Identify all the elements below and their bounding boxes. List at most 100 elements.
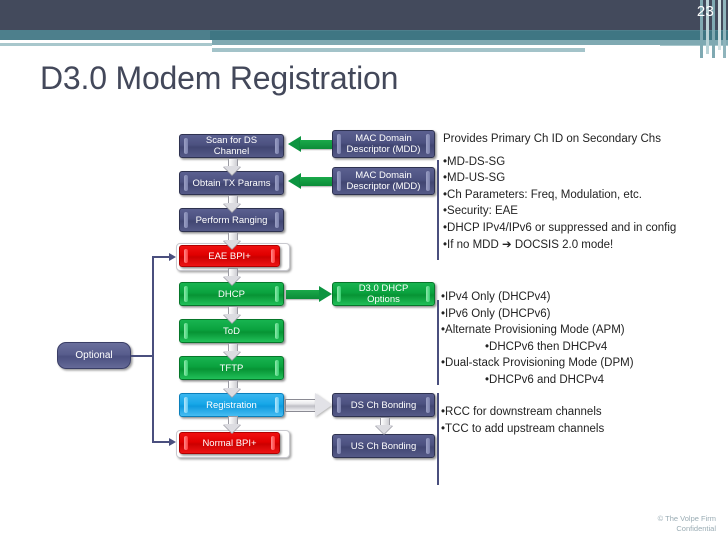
note-bullet: •RCC for downstream channels — [441, 406, 602, 418]
down-arrow-icon — [223, 306, 241, 323]
note-bullet: •MD-DS-SG — [443, 155, 506, 168]
note-bullet: •TCC to add upstream channels — [441, 422, 605, 435]
note-sub-bullet: •DHCPv6 and DHCPv4 — [485, 373, 605, 386]
box-accent-left — [184, 286, 188, 302]
note-bullet: •Ch Parameters: Freq, Modulation, etc. — [443, 188, 642, 201]
flow-box-label: MAC Domain Descriptor (MDD) — [346, 170, 421, 192]
flow-box-dhcp[interactable]: DHCP — [179, 282, 284, 306]
note-bullet: •DHCP IPv4/IPv6 or suppressed and in con… — [443, 221, 677, 234]
header-white-stripe-1 — [0, 40, 212, 43]
down-arrow-icon — [223, 232, 241, 249]
flow-box-tftp[interactable]: TFTP — [179, 356, 284, 380]
flow-box-label: Registration — [206, 399, 257, 411]
page-title: D3.0 Modem Registration — [40, 60, 399, 96]
green-arrow-mdd-to-scan — [288, 136, 332, 152]
flow-box-scan-for-ds-channel[interactable]: Scan for DS Channel — [179, 134, 284, 158]
box-accent-right — [275, 397, 279, 413]
box-accent-right — [426, 134, 430, 154]
flow-box-d30-dhcp-options[interactable]: D3.0 DHCP Options — [332, 282, 435, 306]
box-accent-left — [184, 175, 188, 191]
header-vertical-accent-1 — [700, 0, 703, 58]
green-arrow-dhcp-to-options — [286, 286, 332, 302]
green-arrow-mdd-to-obtain-tx — [288, 173, 332, 189]
header-white-stripe-3 — [212, 52, 728, 58]
flow-box-mac-domain-descriptor-2[interactable]: MAC Domain Descriptor (MDD) — [332, 167, 435, 195]
down-arrow-icon — [223, 343, 241, 360]
arrow-head-icon — [315, 393, 332, 417]
header-white-stripe-2 — [212, 45, 660, 48]
flow-box-label: ToD — [223, 325, 240, 337]
box-accent-left — [184, 360, 188, 376]
block-arrow-registration-to-ds-bonding — [285, 393, 332, 418]
note-sub-bullet: •DHCPv6 then DHCPv4 — [485, 340, 608, 353]
connector-arrow-icon — [169, 252, 176, 261]
flow-box-label: Perform Ranging — [195, 214, 268, 226]
note-lead-text: Provides Primary Ch ID on Secondary Chs — [443, 133, 661, 145]
header-grey-stripe-1 — [212, 40, 728, 45]
down-arrow-icon — [223, 268, 241, 285]
flow-box-label: Optional — [75, 350, 113, 361]
flow-box-optional[interactable]: Optional — [57, 342, 131, 369]
flow-box-obtain-tx-params[interactable]: Obtain TX Params — [179, 171, 284, 195]
note-bullet: •If no MDD ➔ DOCSIS 2.0 mode! — [443, 238, 614, 251]
header-grey-stripe-2 — [212, 48, 585, 52]
box-accent-left — [184, 249, 188, 263]
box-accent-right — [275, 286, 279, 302]
connector-arrow-icon — [169, 437, 176, 446]
note-bullet: •IPv4 Only (DHCPv4) — [441, 291, 551, 303]
header-vertical-accent-2 — [706, 0, 709, 54]
box-accent-left — [337, 286, 341, 302]
note-bullet: •Security: EAE — [443, 205, 518, 218]
arrow-head-icon — [288, 173, 301, 189]
flow-box-mac-domain-descriptor-1[interactable]: MAC Domain Descriptor (MDD) — [332, 130, 435, 158]
footer-line-2: Confidential — [676, 524, 716, 533]
box-accent-right — [426, 171, 430, 191]
header-teal-band-right — [210, 31, 728, 40]
flow-box-perform-ranging[interactable]: Perform Ranging — [179, 208, 284, 232]
note-bullet: •IPv6 Only (DHCPv6) — [441, 307, 551, 320]
arrow-head-icon — [319, 286, 332, 302]
flow-box-label: Normal BPI+ — [202, 437, 257, 449]
box-accent-left — [184, 397, 188, 413]
flow-box-tod[interactable]: ToD — [179, 319, 284, 343]
slide-number: 23 — [696, 3, 714, 20]
box-accent-left — [184, 138, 188, 154]
box-accent-right — [275, 323, 279, 339]
down-arrow-icon — [223, 158, 241, 175]
header-vertical-accent-4 — [718, 0, 721, 50]
box-accent-left — [337, 134, 341, 154]
flow-box-label: US Ch Bonding — [350, 440, 417, 452]
box-accent-left — [184, 323, 188, 339]
flow-box-normal-bpi-plus[interactable]: Normal BPI+ — [179, 432, 280, 454]
down-arrow-icon — [223, 380, 241, 397]
box-accent-left — [184, 436, 188, 450]
box-accent-right — [275, 175, 279, 191]
box-accent-right — [426, 438, 430, 454]
flow-box-us-ch-bonding[interactable]: US Ch Bonding — [332, 434, 435, 458]
flow-box-registration[interactable]: Registration — [179, 393, 284, 417]
connector-optional-to-eae — [152, 256, 170, 258]
connector-optional-stub — [131, 355, 153, 357]
box-accent-right — [275, 138, 279, 154]
flow-box-label: Obtain TX Params — [192, 177, 271, 189]
arrow-shaft — [300, 140, 332, 149]
box-accent-right — [271, 249, 275, 263]
flow-box-ds-ch-bonding[interactable]: DS Ch Bonding — [332, 393, 435, 417]
box-accent-left — [184, 212, 188, 228]
box-accent-right — [426, 397, 430, 413]
header-vertical-accent-3 — [712, 0, 715, 58]
note-block-mdd: Provides Primary Ch ID on Secondary Chs … — [443, 131, 676, 253]
note-bracket-3 — [437, 393, 439, 485]
box-accent-right — [426, 286, 430, 302]
note-bullet: •Dual-stack Provisioning Mode (DPM) — [441, 357, 634, 370]
footer-copyright: © The Volpe Firm Confidential — [658, 514, 716, 534]
down-arrow-icon — [375, 417, 393, 434]
box-accent-left — [337, 397, 341, 413]
box-accent-right — [275, 212, 279, 228]
note-block-bonding: •RCC for downstream channels •TCC to add… — [441, 404, 604, 437]
connector-optional-spine — [152, 256, 154, 443]
flow-box-label: DHCP — [218, 288, 245, 300]
flow-box-label: DS Ch Bonding — [350, 399, 417, 411]
note-block-dhcp-modes: •IPv4 Only (DHCPv4) •IPv6 Only (DHCPv6) … — [441, 289, 634, 389]
